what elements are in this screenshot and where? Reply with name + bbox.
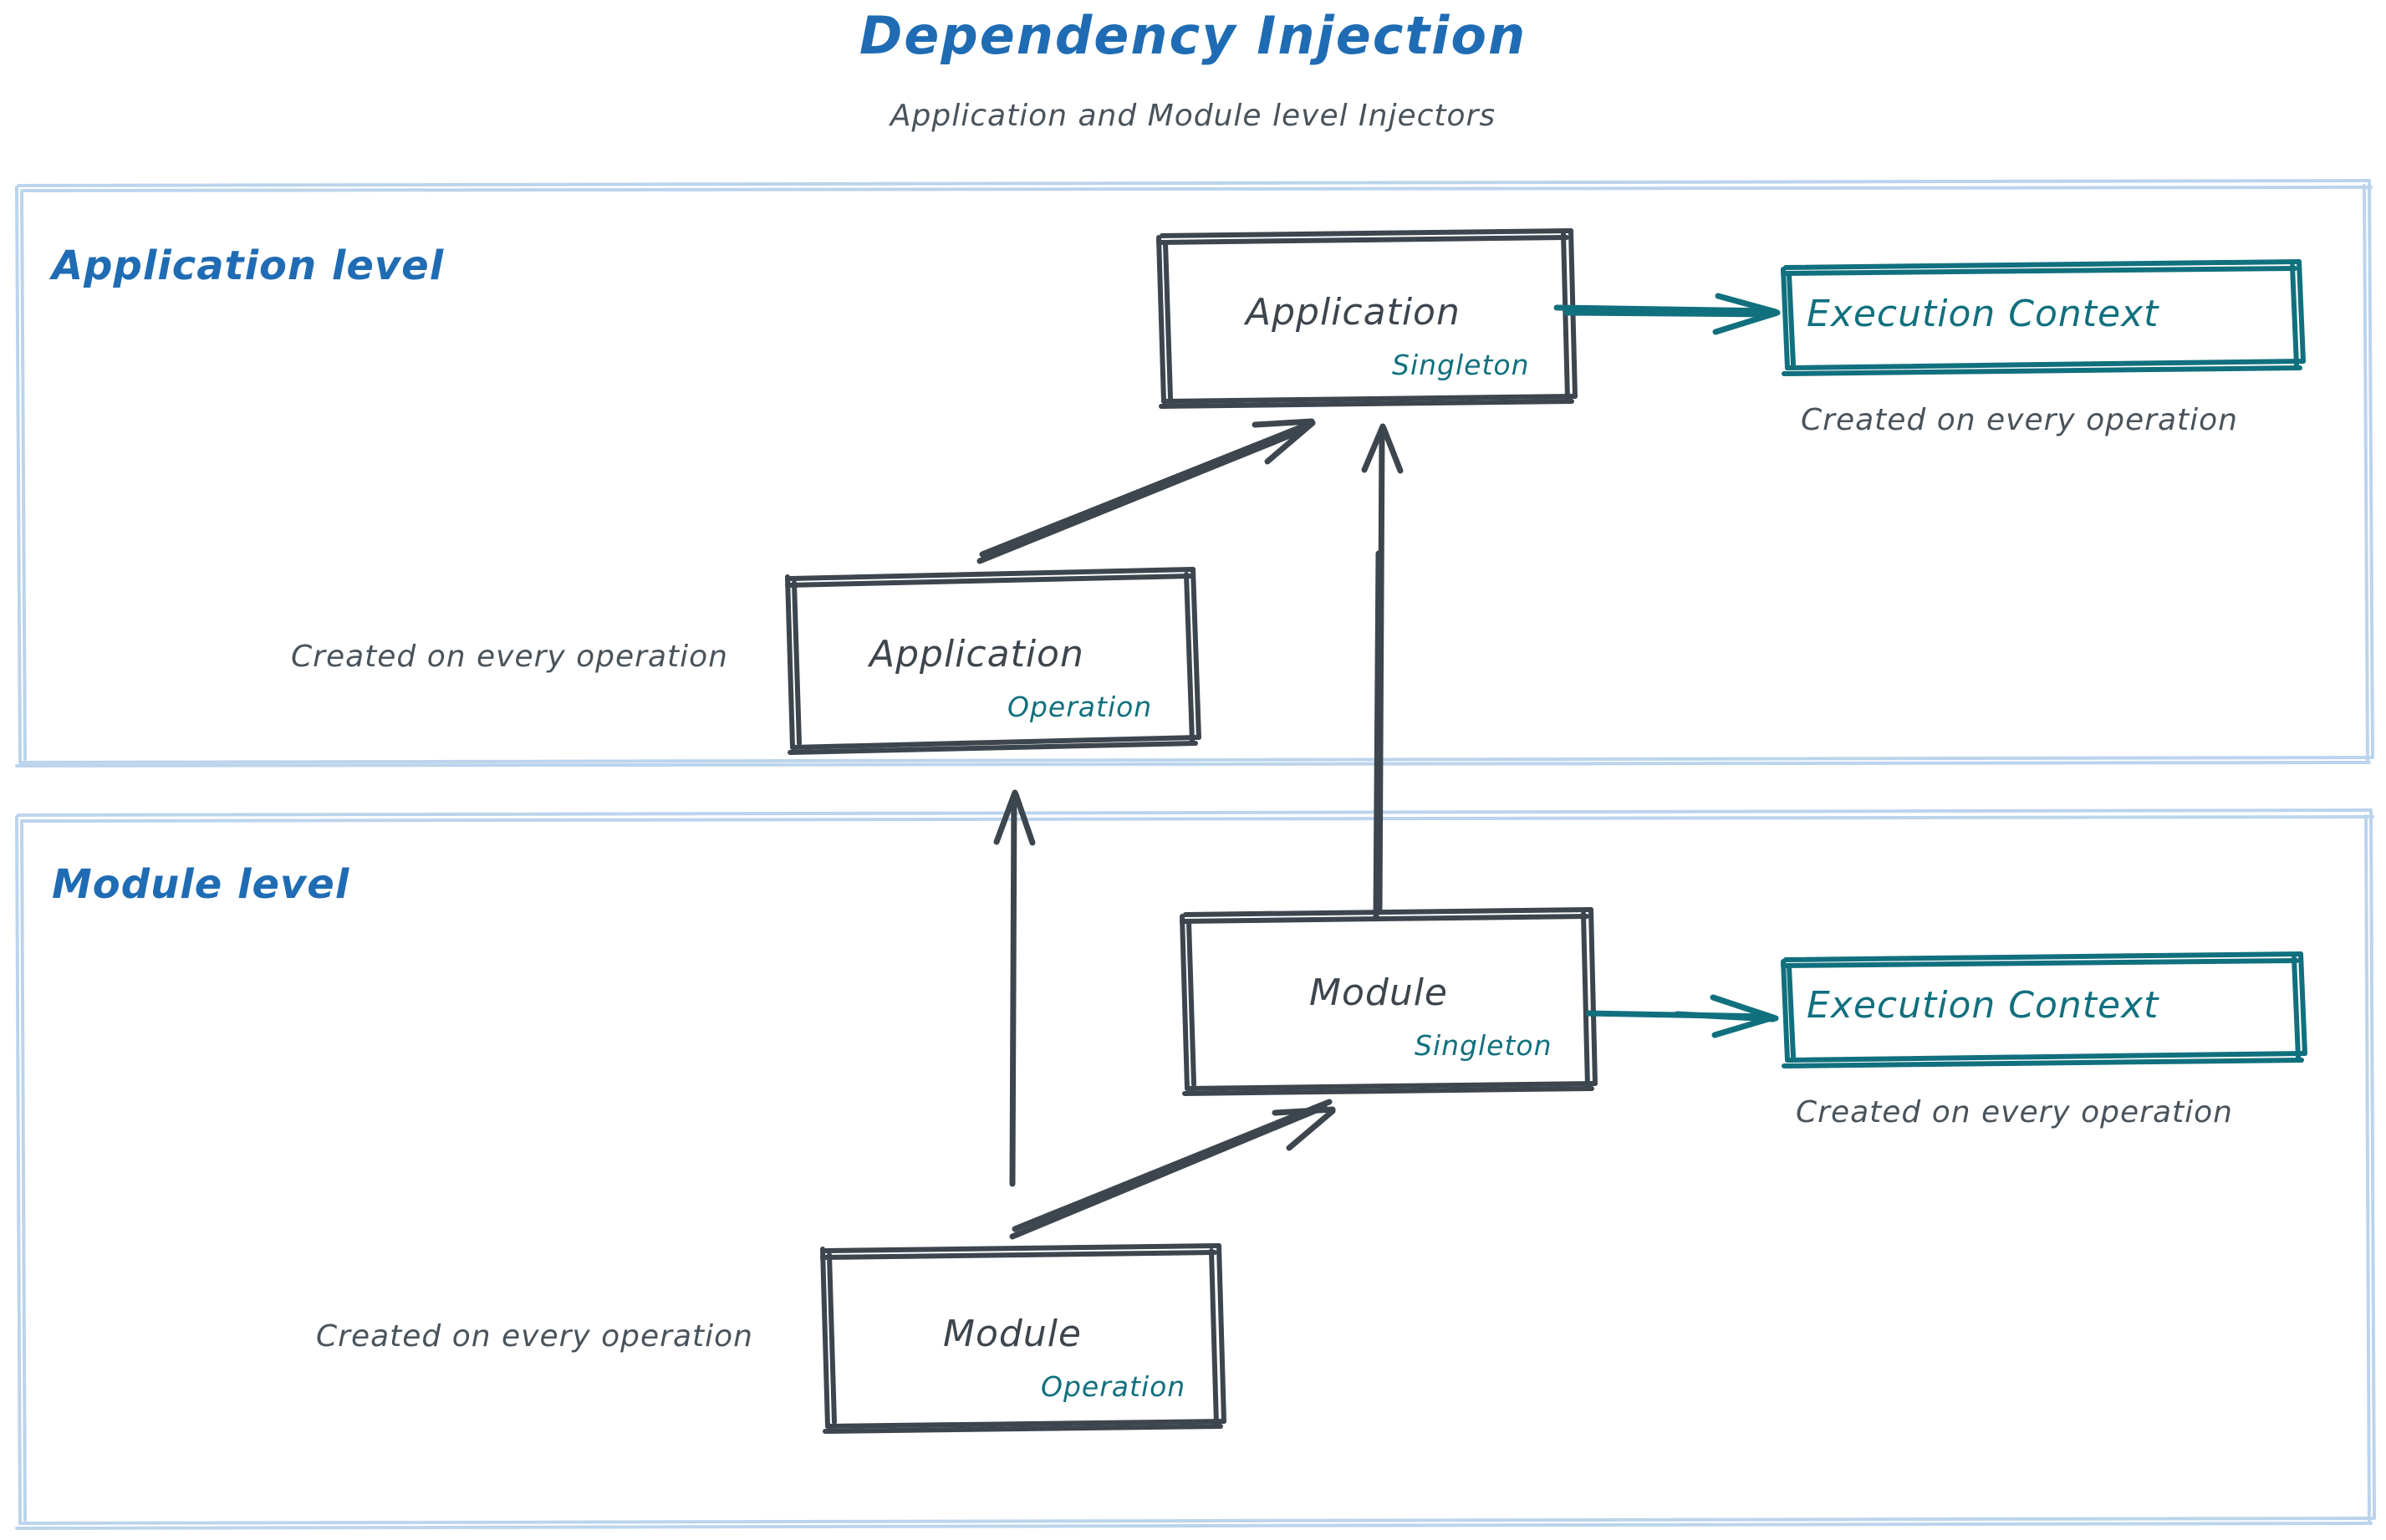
- lane-label-application-level: Application level: [52, 242, 445, 289]
- annotation-ctx-application: Created on every operation: [1801, 403, 2238, 437]
- node-mod-singleton-title[interactable]: Module: [1309, 971, 1448, 1014]
- annotation-app-operation: Created on every operation: [291, 640, 728, 674]
- node-mod-singleton-scope: Singleton: [1415, 1029, 1552, 1062]
- page-title: Dependency Injection: [859, 5, 1527, 66]
- edge-app-singleton-to-ctx: [1553, 293, 1781, 335]
- annotation-ctx-module: Created on every operation: [1796, 1095, 2233, 1130]
- node-app-singleton-title[interactable]: Application: [1246, 291, 1461, 334]
- edge-mod-singleton-to-ctx: [1585, 994, 1779, 1038]
- page-subtitle: Application and Module level Injectors: [890, 99, 1496, 133]
- edge-mod-operation-to-app-operation: [993, 789, 1036, 1187]
- node-app-operation-scope: Operation: [1007, 691, 1153, 723]
- node-execution-context-module[interactable]: Execution Context: [1807, 984, 2159, 1027]
- edge-app-operation-to-app-singleton: [976, 418, 1316, 564]
- annotation-mod-operation: Created on every operation: [316, 1319, 753, 1354]
- node-execution-context-application[interactable]: Execution Context: [1807, 293, 2159, 335]
- node-app-singleton-scope: Singleton: [1392, 349, 1530, 381]
- lane-label-module-level: Module level: [52, 861, 350, 908]
- edge-mod-operation-to-mod-singleton: [1009, 1099, 1336, 1240]
- node-mod-operation-scope: Operation: [1041, 1370, 1186, 1403]
- edge-mod-singleton-to-app-singleton: [1361, 423, 1404, 919]
- node-app-operation-title[interactable]: Application: [869, 633, 1084, 676]
- node-mod-operation-title[interactable]: Module: [943, 1313, 1082, 1355]
- lane-module-border: [15, 808, 2376, 1530]
